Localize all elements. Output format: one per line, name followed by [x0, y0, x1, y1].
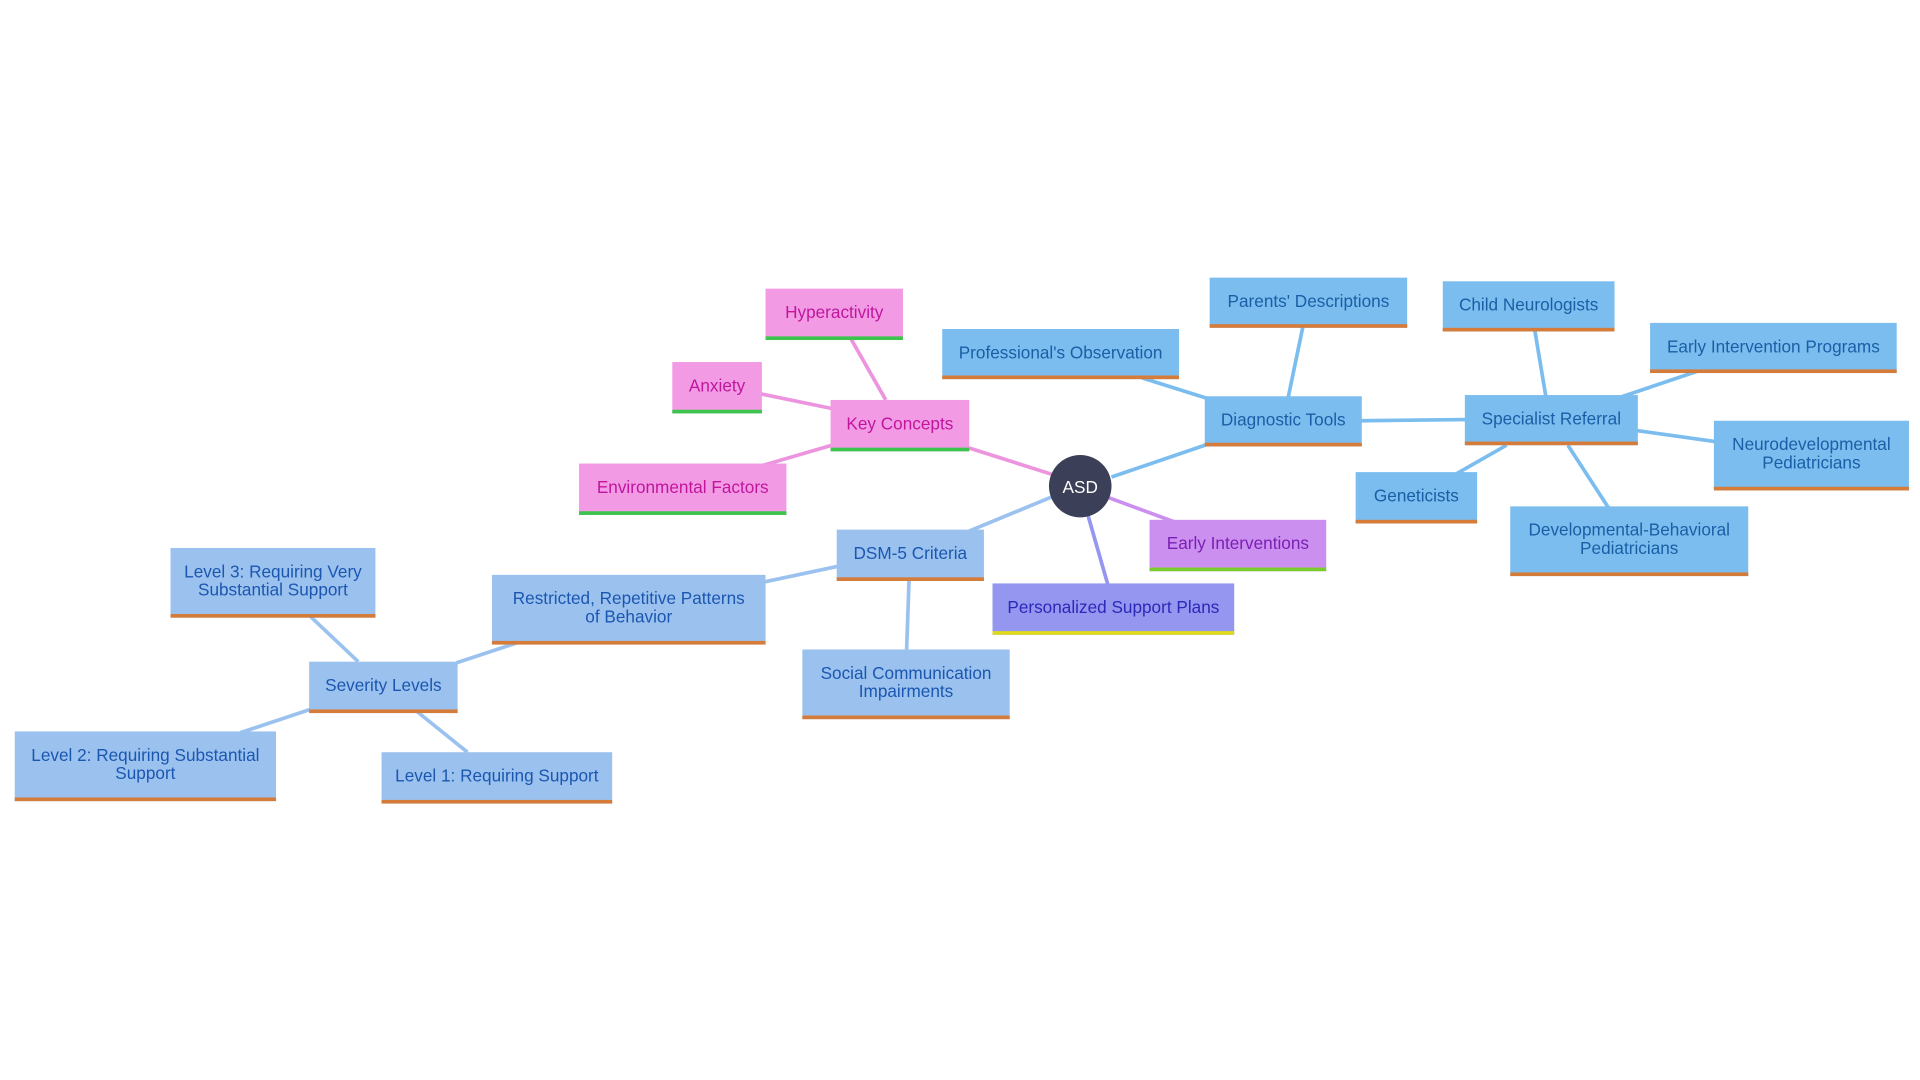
edge-asd-personalized-support	[1086, 515, 1110, 586]
node-key-concepts[interactable]: Key Concepts	[830, 399, 970, 452]
node-diagnostic-tools[interactable]: Diagnostic Tools	[1204, 396, 1362, 447]
node-early-interventions[interactable]: Early Interventions	[1149, 519, 1327, 572]
node-hyperactivity[interactable]: Hyperactivity	[765, 288, 903, 341]
edge-specialist-early-programs	[1618, 368, 1700, 400]
edge-key-anxiety	[760, 392, 833, 411]
node-parents-descriptions[interactable]: Parents' Descriptions	[1209, 277, 1408, 328]
edge-diagnostic-specialist	[1360, 417, 1467, 423]
node-personalized-support-plans[interactable]: Personalized Support Plans	[992, 583, 1235, 635]
node-level2[interactable]: Level 2: Requiring Substantial Support	[14, 731, 277, 802]
node-restricted-repetitive-patterns[interactable]: Restricted, Repetitive Patterns of Behav…	[491, 574, 766, 645]
edge-diagnostic-parents	[1286, 326, 1305, 398]
root-node-asd[interactable]: ASD	[1048, 454, 1112, 518]
edge-asd-diagnostic-tools	[1110, 442, 1210, 479]
node-geneticists[interactable]: Geneticists	[1355, 472, 1478, 524]
edge-asd-dsm5	[966, 494, 1054, 534]
edge-severity-level1	[414, 709, 469, 754]
edge-specialist-geneticists	[1454, 443, 1508, 477]
node-developmental-behavioral-pediatricians[interactable]: Developmental-Behavioral Pediatricians	[1510, 506, 1749, 577]
node-specialist-referral[interactable]: Specialist Referral	[1464, 395, 1638, 446]
node-anxiety[interactable]: Anxiety	[672, 362, 762, 414]
edge-dsm5-restricted	[762, 564, 839, 584]
node-professionals-observation[interactable]: Professional's Observation	[942, 329, 1179, 380]
node-early-intervention-programs[interactable]: Early Intervention Programs	[1650, 322, 1897, 374]
edge-specialist-devbehavioral	[1566, 444, 1610, 509]
edge-asd-key-concepts	[967, 445, 1054, 477]
edge-asd-early-interventions	[1108, 496, 1176, 524]
node-environmental-factors[interactable]: Environmental Factors	[579, 463, 787, 515]
edge-severity-level3	[309, 615, 360, 664]
edge-dsm5-social	[904, 578, 911, 650]
node-neurodevelopmental-pediatricians[interactable]: Neurodevelopmental Pediatricians	[1713, 420, 1909, 491]
edge-diagnostic-professional	[1141, 376, 1209, 401]
edge-key-hyperactivity	[848, 336, 888, 401]
node-social-communication-impairments[interactable]: Social Communication Impairments	[802, 649, 1010, 720]
edge-key-environmental	[760, 443, 833, 468]
node-severity-levels[interactable]: Severity Levels	[309, 661, 458, 714]
edge-severity-level2	[239, 707, 311, 735]
node-level1[interactable]: Level 1: Requiring Support	[381, 752, 613, 804]
node-level3[interactable]: Level 3: Requiring Very Substantial Supp…	[170, 547, 376, 618]
edge-specialist-neurodev	[1636, 428, 1716, 444]
edge-specialist-child-neurologists	[1532, 329, 1548, 397]
node-dsm5-criteria[interactable]: DSM-5 Criteria	[836, 529, 984, 581]
node-child-neurologists[interactable]: Child Neurologists	[1442, 281, 1615, 332]
edge-restricted-severity	[455, 640, 520, 665]
